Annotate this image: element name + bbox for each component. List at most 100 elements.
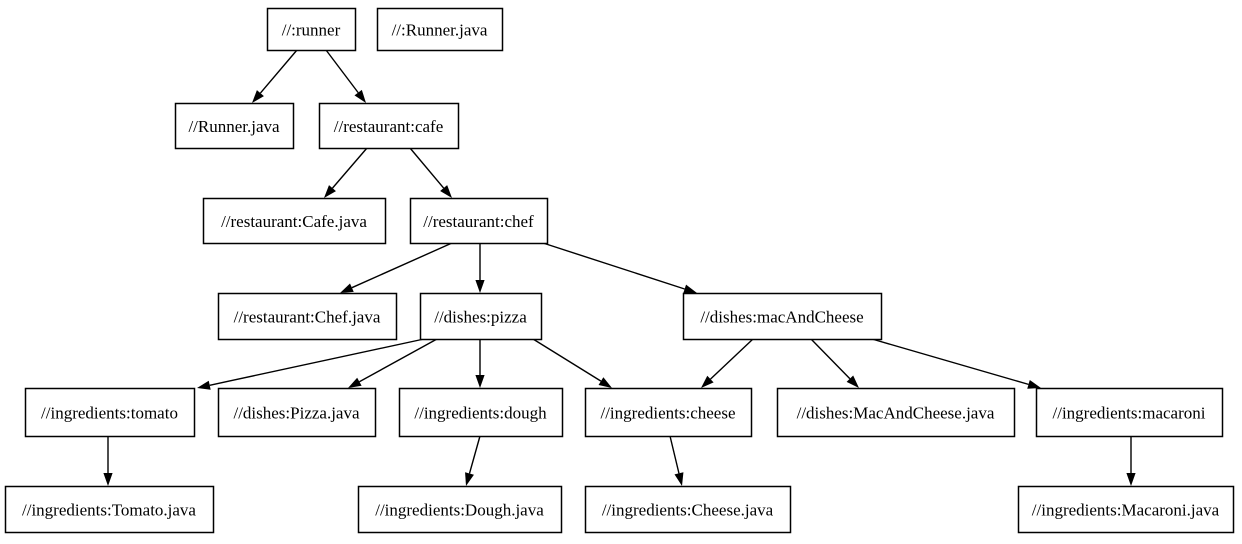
edge-runner-to-runner-java [252,49,298,103]
node-label: //dishes:MacAndCheese.java [797,404,995,423]
node-box [202,197,387,245]
edge-arrowhead-icon [475,375,485,388]
graph-node-runner-java: //Runner.java [174,102,295,150]
edge-arrowhead-icon [354,89,366,103]
node-box [266,7,357,52]
edge-pizza-to-dough [475,339,485,388]
edge-line [468,435,481,474]
graph-node-tomato-java: //ingredients:Tomato.java [4,485,215,534]
node-label: //restaurant:cafe [334,117,444,136]
node-box [682,292,883,341]
edge-arrowhead-icon [1126,473,1136,486]
edge-pizza-to-cheese [532,338,612,388]
node-label: //ingredients:dough [414,404,547,423]
node-box [584,387,753,438]
node-label: //ingredients:macaroni [1053,404,1206,423]
node-box [4,485,215,534]
graph-node-cheese: //ingredients:cheese [584,387,753,438]
node-label: //Runner.java [188,117,280,136]
node-box [357,485,563,534]
node-label: //ingredients:Macaroni.java [1032,501,1220,520]
edge-line [209,338,425,386]
edge-line [351,242,453,289]
edge-arrowhead-icon [103,473,113,486]
edge-line [325,49,359,94]
node-box [376,7,504,52]
graph-node-macaroni-java: //ingredients:Macaroni.java [1017,485,1235,534]
node-label: //ingredients:Tomato.java [22,501,196,520]
node-box [398,387,564,438]
edge-arrowhead-icon [475,280,485,293]
edge-chef-to-chef-java [340,242,453,293]
graph-node-macaroni: //ingredients:macaroni [1035,387,1224,438]
edge-arrowhead-icon [701,375,714,388]
edge-cheese-to-cheese-java [669,435,684,486]
node-label: //:Runner.java [392,21,488,40]
edge-arrowhead-icon [252,90,264,103]
graph-node-dough-java: //ingredients:Dough.java [357,485,563,534]
node-box [419,292,543,341]
edge-mac-and-cheese-to-cheese [701,338,754,388]
node-label: //ingredients:Cheese.java [602,501,774,520]
edge-line [810,338,851,380]
edge-line [669,435,680,474]
edge-mac-and-cheese-to-macaroni [871,338,1041,389]
edge-line [709,338,754,380]
graph-node-runner: //:runner [266,7,357,52]
edge-arrowhead-icon [348,377,362,388]
graph-node-chef-java: //restaurant:Chef.java [217,292,398,341]
node-label: //ingredients:tomato [41,404,178,423]
edge-runner-to-cafe [325,49,366,103]
edge-arrowhead-icon [598,377,612,388]
edge-arrowhead-icon [324,185,336,198]
node-box [584,485,792,534]
edge-line [532,338,602,382]
edge-arrowhead-icon [197,380,211,390]
node-box [1017,485,1235,534]
node-box [318,102,460,150]
node-label: //ingredients:Dough.java [375,501,544,520]
graph-node-mac-and-cheese-java: //dishes:MacAndCheese.java [776,387,1016,438]
nodes-layer: //:runner //:Runner.java //Runner.java //re… [4,7,1235,534]
node-box [409,197,549,245]
edge-line [259,49,298,94]
node-box [174,102,295,150]
graph-node-cafe: //restaurant:cafe [318,102,460,150]
edge-arrowhead-icon [674,472,684,486]
node-box [217,387,377,438]
node-label: //ingredients:cheese [600,404,735,423]
node-box [1035,387,1224,438]
node-label: //:runner [282,21,341,40]
graph-node-tomato: //ingredients:tomato [24,387,196,438]
edge-line [331,147,368,189]
graph-node-pizza: //dishes:pizza [419,292,543,341]
edge-chef-to-pizza [475,243,485,293]
node-label: //dishes:pizza [434,308,527,327]
node-box [24,387,196,438]
edge-mac-and-cheese-to-mac-and-cheese-java [810,338,859,388]
node-label: //restaurant:Cafe.java [221,212,367,231]
graph-node-dough: //ingredients:dough [398,387,564,438]
edge-pizza-to-pizza-java [348,338,438,388]
graph-node-pizza-java: //dishes:Pizza.java [217,387,377,438]
edge-arrowhead-icon [1027,379,1041,389]
node-label: //restaurant:Chef.java [234,308,381,327]
edge-arrowhead-icon [340,283,354,293]
edge-chef-to-mac-and-cheese [542,242,697,294]
edge-line [409,147,445,189]
edge-tomato-to-tomato-java [103,436,113,486]
node-label: //dishes:macAndCheese [700,308,863,327]
edge-arrowhead-icon [846,375,859,388]
node-box [776,387,1016,438]
graph-node-runner-java-root: //:Runner.java [376,7,504,52]
edge-arrowhead-icon [440,185,452,198]
edge-arrowhead-icon [465,472,474,486]
node-label: //dishes:Pizza.java [233,404,360,423]
edge-line [359,338,438,383]
edge-cafe-to-cafe-java [324,147,368,198]
edge-macaroni-to-macaroni-java [1126,436,1136,486]
node-box [217,292,398,341]
edges-layer [103,49,1136,486]
